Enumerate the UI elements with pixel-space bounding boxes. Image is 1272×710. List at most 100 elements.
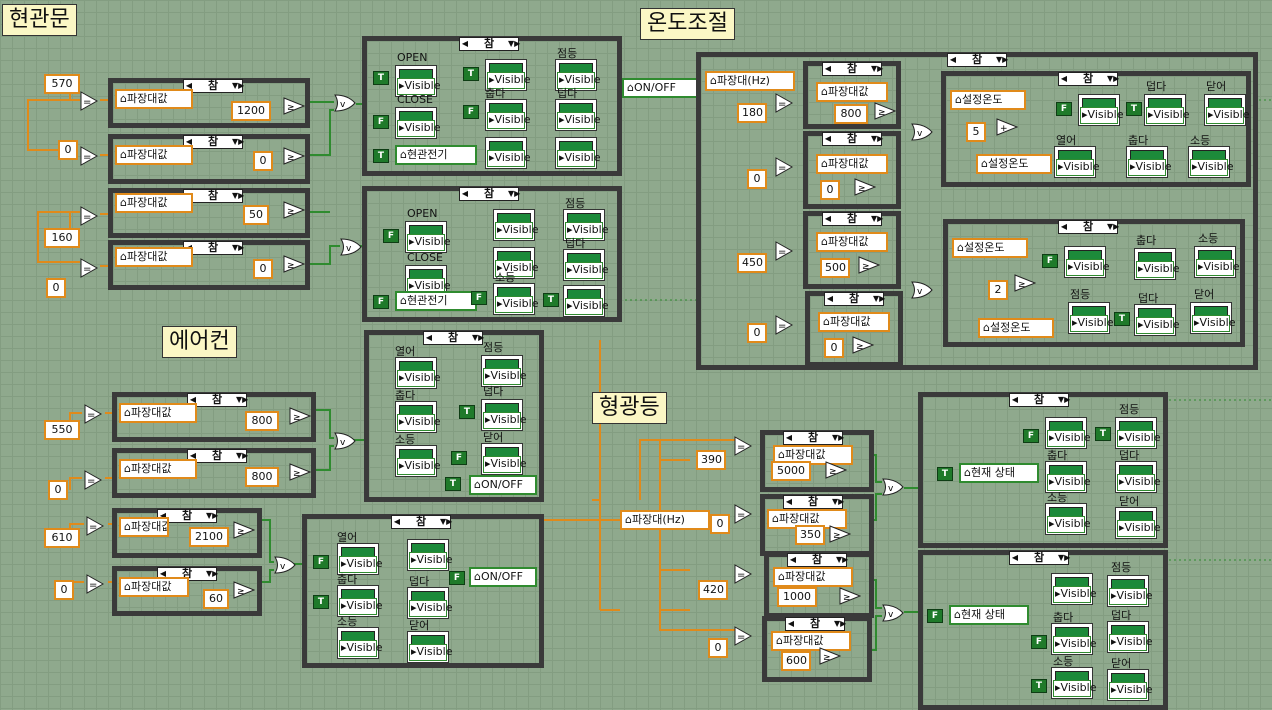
- case-selector[interactable]: ◀참▼▶: [1009, 393, 1070, 407]
- constant[interactable]: 180: [737, 103, 767, 123]
- constant[interactable]: 420: [698, 580, 728, 600]
- bool-false[interactable]: F: [373, 295, 389, 309]
- case-structure[interactable]: ◀참▼▶ ⌂파장대값 800 ≥: [112, 448, 316, 498]
- bool-false[interactable]: F: [451, 451, 467, 465]
- bool-false[interactable]: F: [463, 105, 479, 119]
- case-selector[interactable]: ◀참▼▶: [187, 449, 248, 463]
- constant[interactable]: 0: [253, 151, 273, 171]
- constant[interactable]: 0: [54, 580, 74, 600]
- case-selector[interactable]: ◀참▼▶: [824, 292, 885, 306]
- bool-true[interactable]: T: [937, 467, 953, 481]
- bool-true[interactable]: T: [463, 67, 479, 81]
- constant[interactable]: 610: [44, 528, 80, 548]
- constant[interactable]: 0: [824, 338, 844, 358]
- bool-true[interactable]: T: [1126, 102, 1142, 116]
- case-structure[interactable]: ◀참▼▶ ⌂파장대값 0 ≥: [805, 291, 903, 367]
- constant[interactable]: 160: [44, 228, 80, 248]
- case-structure[interactable]: ◀참▼▶ F ⌂현재 상태 ▸Visible 춥다 F ▸Visible 소등 …: [918, 550, 1168, 710]
- constant[interactable]: 1000: [777, 587, 817, 607]
- bool-false[interactable]: F: [927, 609, 943, 623]
- constant[interactable]: 0: [253, 259, 273, 279]
- constant[interactable]: 5: [966, 122, 986, 142]
- case-structure[interactable]: ◀참▼▶ ⌂파장대값 500 ≥: [803, 211, 901, 289]
- case-selector[interactable]: ◀참▼▶: [785, 617, 846, 631]
- case-selector[interactable]: ◀참▼▶: [822, 132, 883, 146]
- bool-false[interactable]: F: [471, 291, 487, 305]
- case-structure[interactable]: ◀참▼▶ ⌂설정온도 5 + ⌂설정온도 F T ▸Visible 덥다 ▸Vi…: [941, 71, 1251, 187]
- case-structure[interactable]: ◀참▼▶ ⌂파장대값 60 ≥: [112, 566, 262, 616]
- case-structure[interactable]: ◀참▼▶ ⌂파장대값 5000 ≥: [760, 430, 874, 492]
- bool-false[interactable]: F: [449, 571, 465, 585]
- case-selector[interactable]: ◀참▼▶: [187, 393, 248, 407]
- case-structure[interactable]: ◀참▼▶ ⌂설정온도 2 ≥ ⌂설정온도 F ▸Visible 춥다 ▸Visi…: [943, 219, 1245, 347]
- case-structure[interactable]: ◀참▼▶ T ⌂현재 상태 F ▸Visible 춥다 ▸Visible 소등 …: [918, 392, 1168, 548]
- case-selector[interactable]: ◀참▼▶: [1058, 72, 1119, 86]
- bool-true[interactable]: T: [373, 149, 389, 163]
- case-selector[interactable]: ◀참▼▶: [783, 431, 844, 445]
- case-selector[interactable]: ◀참▼▶: [822, 62, 883, 76]
- case-selector[interactable]: ◀참▼▶: [183, 135, 244, 149]
- case-selector[interactable]: ◀참▼▶: [822, 212, 883, 226]
- constant[interactable]: 0: [820, 180, 840, 200]
- case-selector[interactable]: ◀참▼▶: [183, 79, 244, 93]
- constant[interactable]: 0: [710, 514, 730, 534]
- case-selector[interactable]: ◀참▼▶: [787, 553, 848, 567]
- case-structure[interactable]: ◀참▼▶ OPEN ▸Visible CLOSE ▸Visible F F ⌂현…: [362, 186, 622, 322]
- bool-false[interactable]: F: [1042, 254, 1058, 268]
- constant[interactable]: 570: [44, 74, 80, 94]
- constant[interactable]: 800: [245, 411, 279, 431]
- case-selector[interactable]: ◀참▼▶: [423, 331, 484, 345]
- constant[interactable]: 450: [737, 253, 767, 273]
- case-selector[interactable]: ◀참▼▶: [459, 37, 520, 51]
- constant[interactable]: 60: [203, 589, 229, 609]
- constant[interactable]: 550: [44, 420, 80, 440]
- case-structure[interactable]: ◀참▼▶ ⌂파장대값 0 ≥: [108, 134, 310, 184]
- case-structure[interactable]: ◀참▼▶ ⌂파장대값 0 ≥: [108, 240, 310, 290]
- constant[interactable]: 350: [795, 525, 825, 545]
- case-selector[interactable]: ◀참▼▶: [947, 53, 1008, 67]
- case-structure[interactable]: ◀참▼▶ ⌂파장대값 2100 ≥: [112, 508, 262, 558]
- case-structure[interactable]: ◀참▼▶ 열어 ▸Visible 춥다 ▸Visible 소등 ▸Visible…: [364, 330, 544, 502]
- constant[interactable]: 0: [747, 323, 767, 343]
- constant[interactable]: 1200: [231, 101, 271, 121]
- constant[interactable]: 0: [708, 638, 728, 658]
- bool-false[interactable]: F: [1031, 635, 1047, 649]
- case-selector[interactable]: ◀참▼▶: [783, 495, 844, 509]
- bool-true[interactable]: T: [1095, 427, 1111, 441]
- constant[interactable]: 0: [747, 169, 767, 189]
- constant[interactable]: 0: [58, 140, 78, 160]
- constant[interactable]: 390: [696, 450, 726, 470]
- bool-false[interactable]: F: [313, 555, 329, 569]
- case-selector[interactable]: ◀참▼▶: [157, 509, 218, 523]
- constant[interactable]: 50: [243, 205, 269, 225]
- constant[interactable]: 2: [988, 280, 1008, 300]
- constant[interactable]: 500: [820, 258, 850, 278]
- constant[interactable]: 800: [834, 104, 868, 124]
- case-structure[interactable]: ◀참▼▶ ⌂파장대값 1000 ≥: [764, 552, 874, 618]
- case-structure[interactable]: ◀참▼▶ ⌂파장대값 1200 ≥: [108, 78, 310, 128]
- constant[interactable]: 600: [781, 651, 811, 671]
- bool-false[interactable]: F: [1023, 429, 1039, 443]
- bool-true[interactable]: T: [543, 293, 559, 307]
- case-structure[interactable]: ◀참▼▶ ⌂파장대값 800 ≥: [112, 392, 316, 442]
- bool-true[interactable]: T: [445, 477, 461, 491]
- case-structure[interactable]: ◀참▼▶ 열어 F ▸Visible 춥다 T ▸Visible 소등 ▸Vis…: [302, 514, 544, 668]
- case-structure[interactable]: ◀참▼▶ ⌂파장대값 350 ≥: [760, 494, 874, 556]
- bool-true[interactable]: T: [313, 595, 329, 609]
- bool-true[interactable]: T: [459, 405, 475, 419]
- case-selector[interactable]: ◀참▼▶: [391, 515, 452, 529]
- constant[interactable]: 0: [48, 480, 68, 500]
- bool-true[interactable]: T: [373, 71, 389, 85]
- case-structure[interactable]: ◀참▼▶ ⌂파장대값 50 ≥: [108, 188, 310, 238]
- constant[interactable]: 5000: [771, 461, 811, 481]
- bool-true[interactable]: T: [1031, 679, 1047, 693]
- case-selector[interactable]: ◀참▼▶: [1009, 551, 1070, 565]
- case-structure[interactable]: ◀참▼▶ ⌂파장대(Hz) 180 0 450 0 = = = = ◀참▼▶ ⌂…: [696, 52, 1258, 370]
- case-structure[interactable]: ◀참▼▶ ⌂파장대값 600 ≥: [762, 616, 872, 682]
- constant[interactable]: 800: [245, 467, 279, 487]
- bool-false[interactable]: F: [373, 115, 389, 129]
- case-structure[interactable]: ◀참▼▶ ⌂파장대값 0 ≥: [803, 131, 901, 209]
- case-structure[interactable]: ◀참▼▶ OPEN ▸Visible CLOSE ▸Visible T F T …: [362, 36, 622, 176]
- bool-false[interactable]: F: [1056, 102, 1072, 116]
- bool-true[interactable]: T: [1114, 312, 1130, 326]
